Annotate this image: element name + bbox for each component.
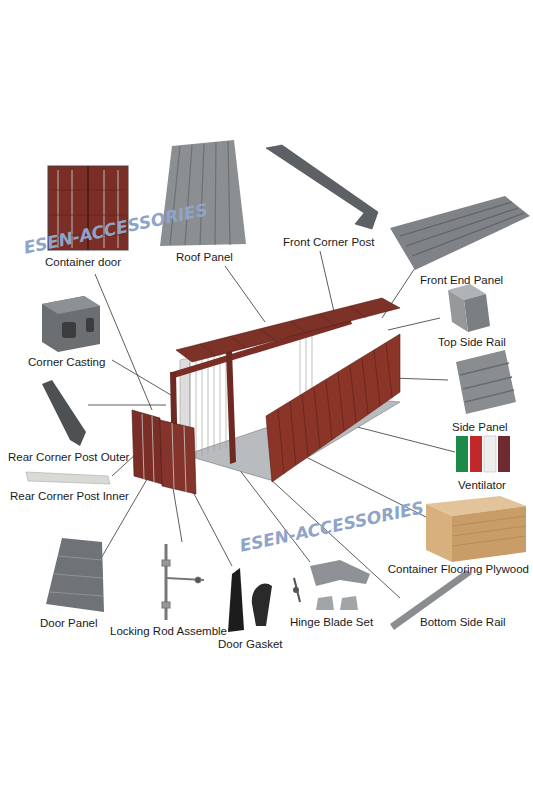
- hinge-blade-image: [293, 560, 370, 610]
- roof-panel-image: [160, 140, 246, 246]
- rear-corner-post-inner-image: [26, 472, 110, 484]
- part-label: Door Gasket: [218, 638, 283, 652]
- part-label: Bottom Side Rail: [420, 616, 506, 630]
- front-end-panel-image: [390, 196, 530, 270]
- part-label: Front Corner Post: [283, 236, 374, 250]
- part-label: Door Panel: [40, 617, 98, 631]
- front-corner-post-image: [266, 145, 378, 229]
- door-gasket-image: [228, 568, 272, 632]
- ventilator-image: [456, 436, 510, 472]
- top-side-rail-image: [448, 284, 490, 332]
- part-label: Container door: [45, 256, 121, 270]
- part-label: Rear Corner Post Outer: [8, 451, 129, 465]
- part-label: Top Side Rail: [438, 336, 506, 350]
- corner-casting-image: [42, 296, 100, 352]
- watermark: ESEN-ACCESSORIES: [238, 497, 426, 556]
- part-label: Roof Panel: [176, 251, 233, 265]
- door-panel-image: [46, 538, 104, 612]
- part-label: Container Flooring Plywood: [388, 563, 529, 577]
- part-label: Hinge Blade Set: [290, 616, 373, 630]
- part-label: Rear Corner Post Inner: [10, 490, 129, 504]
- locking-rod-image: [162, 544, 204, 620]
- part-label: Corner Casting: [28, 356, 105, 370]
- leader-lines: [88, 251, 455, 598]
- flooring-plywood-image: [426, 496, 526, 562]
- exploded-container: [132, 298, 400, 494]
- part-label: Front End Panel: [420, 274, 503, 288]
- side-panel-image: [456, 350, 516, 414]
- rear-corner-post-outer-image: [42, 380, 86, 446]
- part-label: Locking Rod Assemble: [110, 625, 227, 639]
- part-label: Ventilator: [458, 479, 506, 493]
- part-label: Side Panel: [452, 421, 508, 435]
